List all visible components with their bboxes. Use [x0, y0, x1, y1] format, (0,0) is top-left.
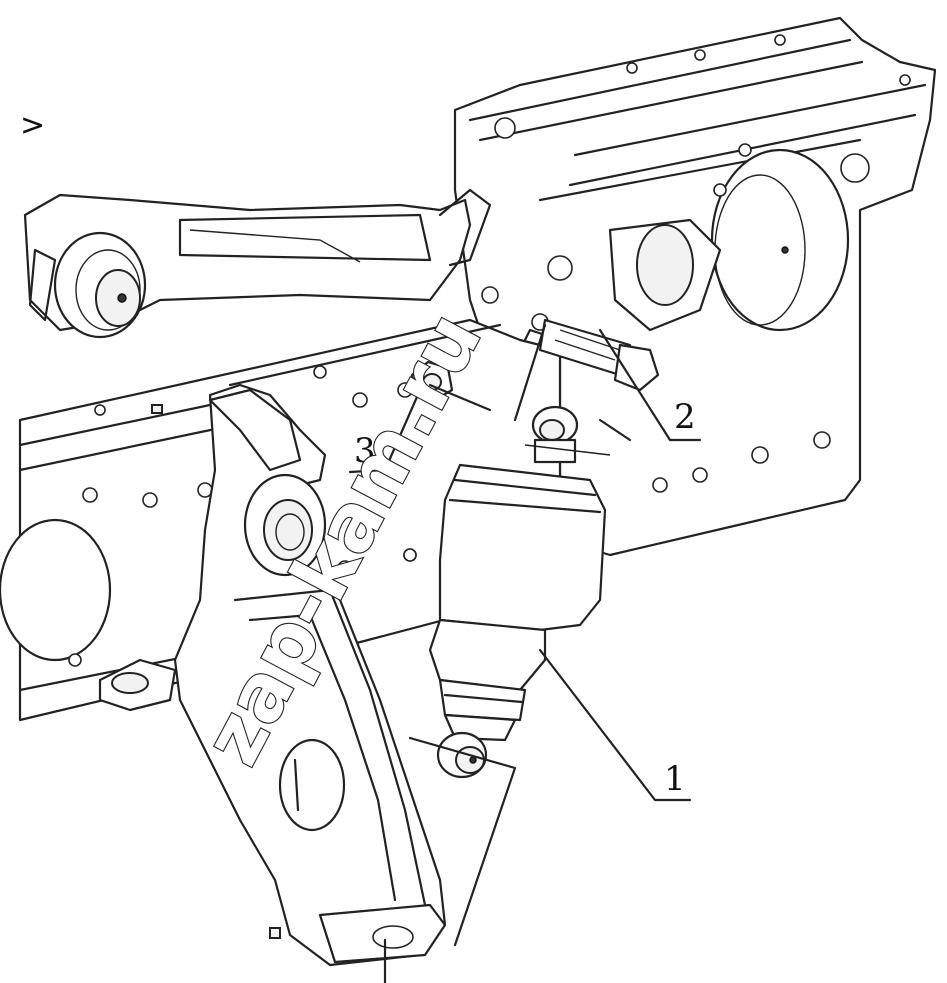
corner-mark: >: [20, 108, 45, 143]
lower-bracket: [98, 383, 447, 967]
callout-2: 2: [674, 397, 696, 437]
bolt: [538, 318, 660, 392]
callout-3: 3: [354, 431, 376, 471]
leader-lines: [348, 323, 702, 983]
air-spring-absorber: [428, 405, 607, 779]
link-arm: [23, 188, 492, 339]
callout-1: 1: [664, 759, 686, 799]
